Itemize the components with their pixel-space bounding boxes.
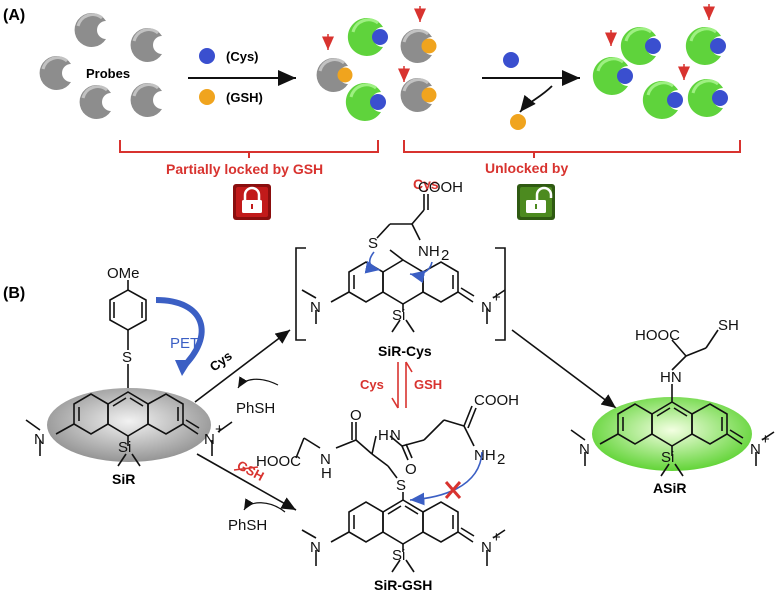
sir-cys-plus: + <box>492 289 501 306</box>
mixture-partial <box>315 16 388 123</box>
cys-reaction-arrow <box>194 329 291 403</box>
eq-gsh-label: GSH <box>414 377 442 392</box>
asir-si: Si <box>661 449 674 466</box>
sir-gsh-name: SiR-GSH <box>374 577 432 593</box>
sir-gsh-n-left: N <box>320 451 331 468</box>
phsh-bottom-label: PhSH <box>228 517 267 534</box>
sir-s-label: S <box>122 349 132 366</box>
rearrangement-arrow <box>511 329 617 409</box>
asir-hn: HN <box>660 369 682 386</box>
asir-sh: SH <box>718 317 739 334</box>
sir-cys-nh2-sub: 2 <box>441 247 449 264</box>
sir-n-left: N <box>34 431 45 448</box>
panel-a-label: (A) <box>3 7 25 24</box>
gsh-reaction-arrow <box>196 453 297 511</box>
sir-gsh-n-right: N <box>481 539 492 556</box>
cys-arrow-label: Cys <box>207 348 235 374</box>
unlocked-caption-line1: Unlocked by <box>485 160 568 176</box>
sir-gsh-cooh: COOH <box>474 392 519 409</box>
sir-si-label: Si <box>118 439 131 456</box>
panel-b-label: (B) <box>3 285 25 302</box>
sir-gsh-n-mid: N <box>390 427 401 444</box>
cys-dot-legend <box>199 48 215 64</box>
sir-plus: + <box>215 421 224 438</box>
gsh-legend-label: (GSH) <box>226 90 263 105</box>
mixture-unlocked <box>591 4 728 121</box>
sir-gsh-nh2-sub: 2 <box>497 451 505 468</box>
sir-gsh-nh2: NH <box>474 447 496 464</box>
sir-gsh-s: S <box>396 477 406 494</box>
cys-dot-exchange <box>503 52 519 68</box>
asir-name: ASiR <box>653 480 686 496</box>
pet-arrow <box>155 297 205 371</box>
sir-gsh-molecule <box>295 405 506 573</box>
sir-gsh-o-left: O <box>350 407 362 424</box>
sir-name: SiR <box>112 471 135 487</box>
sir-gsh-hn: H <box>378 427 389 444</box>
locked-padlock-icon <box>233 184 271 220</box>
gsh-dot-released <box>510 114 526 130</box>
sir-gsh-si: Si <box>392 547 405 564</box>
unlocked-caption-line2: Cys <box>413 176 439 192</box>
sir-cys-cooh: COOH <box>418 179 463 196</box>
sir-n-right: N <box>204 431 215 448</box>
asir-n-right: N <box>750 441 761 458</box>
cys-legend-label: (Cys) <box>226 49 259 64</box>
sir-cys-si: Si <box>392 307 405 324</box>
sir-ome-label: OMe <box>107 265 140 282</box>
bracket-unlocked <box>403 140 741 153</box>
sir-cys-nh2: NH <box>418 243 440 260</box>
sir-cys-molecule <box>295 194 506 341</box>
mixture-gray-probes <box>398 6 437 114</box>
blocked-rearrangement-arrow <box>409 451 483 506</box>
sir-molecule <box>25 280 233 467</box>
asir-molecule <box>570 329 775 477</box>
sir-cys-name: SiR-Cys <box>378 343 432 359</box>
release-arrow <box>519 85 553 113</box>
locked-caption: Partially locked by GSH <box>166 161 323 177</box>
bracket-partial <box>119 140 379 153</box>
pet-label: PET <box>170 335 199 352</box>
sir-gsh-h-left: H <box>321 465 332 482</box>
asir-n-left: N <box>579 441 590 458</box>
gsh-dot-legend <box>199 89 215 105</box>
asir-hooc: HOOC <box>635 327 680 344</box>
sir-gsh-n-left-ring: N <box>310 539 321 556</box>
eq-cys-label: Cys <box>360 377 384 392</box>
sir-gsh-o-right: O <box>405 461 417 478</box>
sir-cys-s: S <box>368 235 378 252</box>
phsh-top-label: PhSH <box>236 400 275 417</box>
probes-label: Probes <box>86 66 130 81</box>
sir-gsh-plus: + <box>492 529 501 546</box>
sir-gsh-hooc: HOOC <box>256 453 301 470</box>
asir-plus: + <box>761 431 770 448</box>
sir-cys-n-left: N <box>310 299 321 316</box>
unlocked-padlock-icon <box>517 184 555 220</box>
sir-cys-n-right: N <box>481 299 492 316</box>
